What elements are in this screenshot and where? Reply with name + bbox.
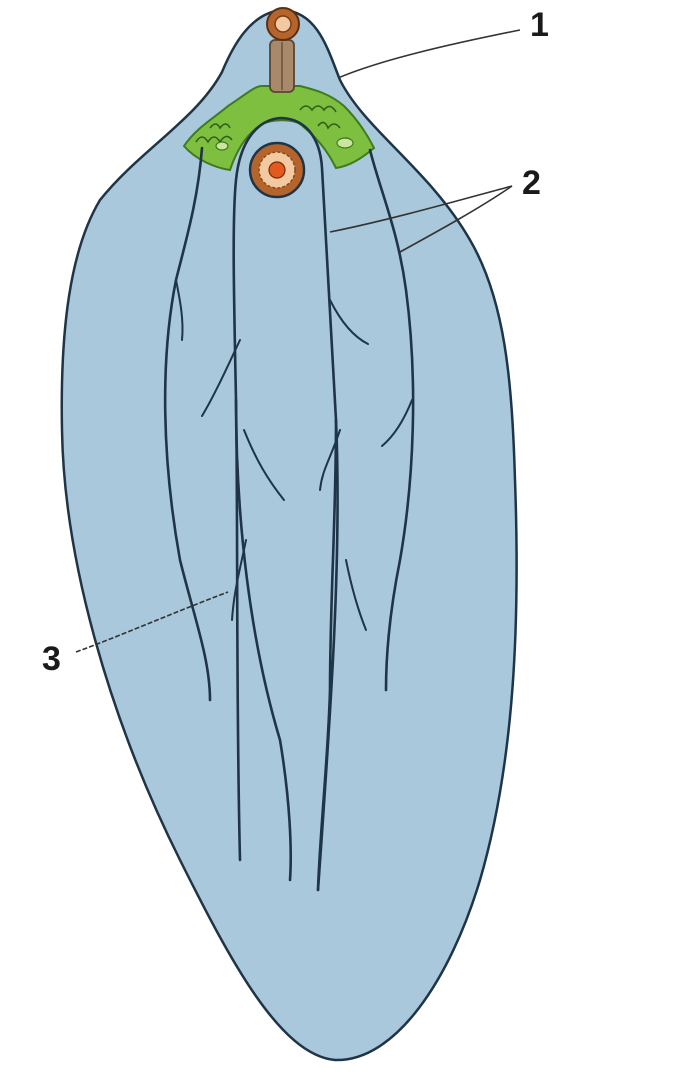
upper-bud-inner [275,16,291,32]
label-1: 1 [530,6,549,44]
green-gland-left [216,142,228,150]
label-3: 3 [42,640,61,678]
label-2: 2 [522,164,541,202]
lower-bud-center [269,162,285,178]
green-gland [337,138,353,148]
leader-1 [338,30,520,78]
